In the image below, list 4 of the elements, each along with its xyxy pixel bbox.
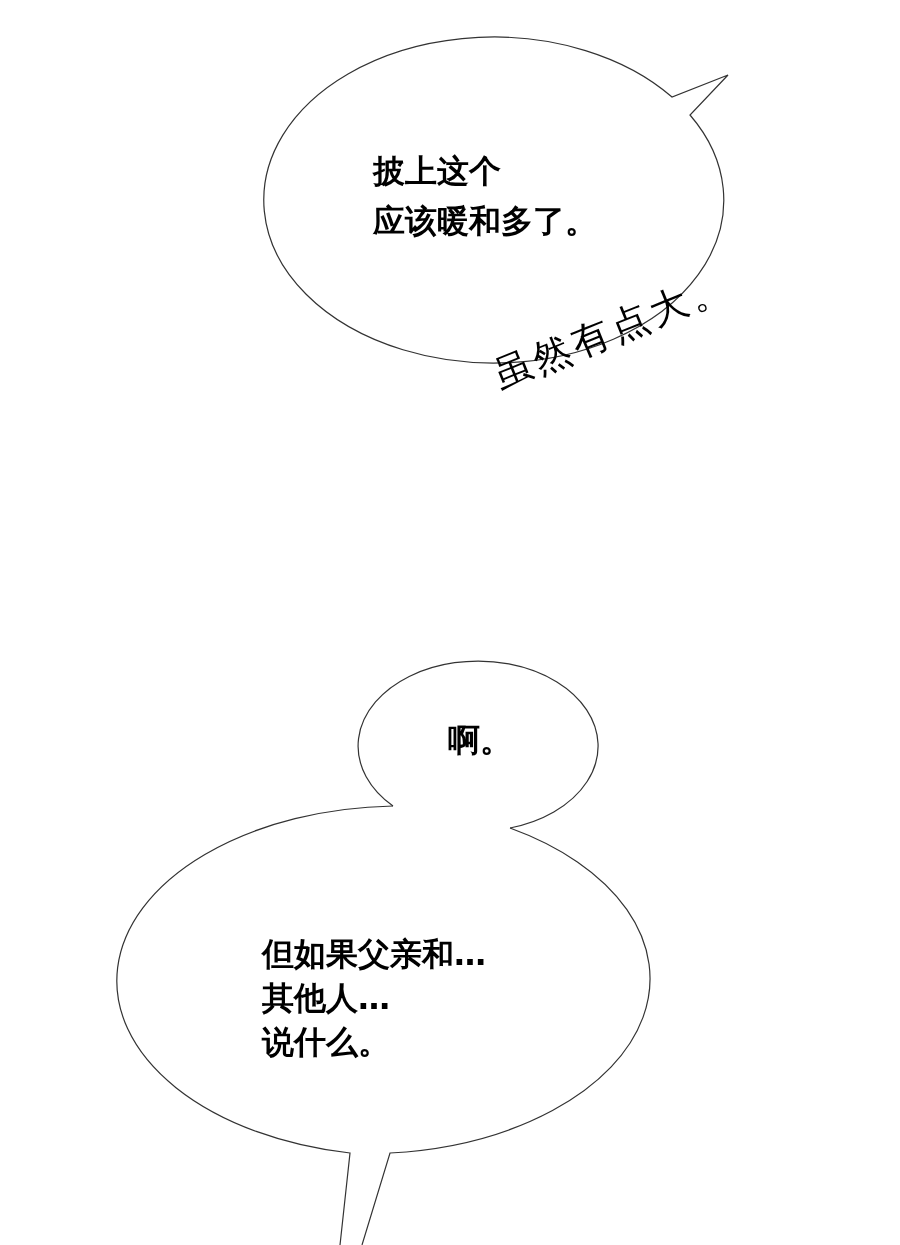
handwritten-note: 虽然有点大。: [485, 260, 738, 400]
speech-text: 啊。: [448, 720, 512, 761]
speech-text: 但如果父亲和…其他人…说什么。: [262, 934, 486, 1063]
speech-text: 披上这个应该暖和多了。: [373, 151, 597, 242]
